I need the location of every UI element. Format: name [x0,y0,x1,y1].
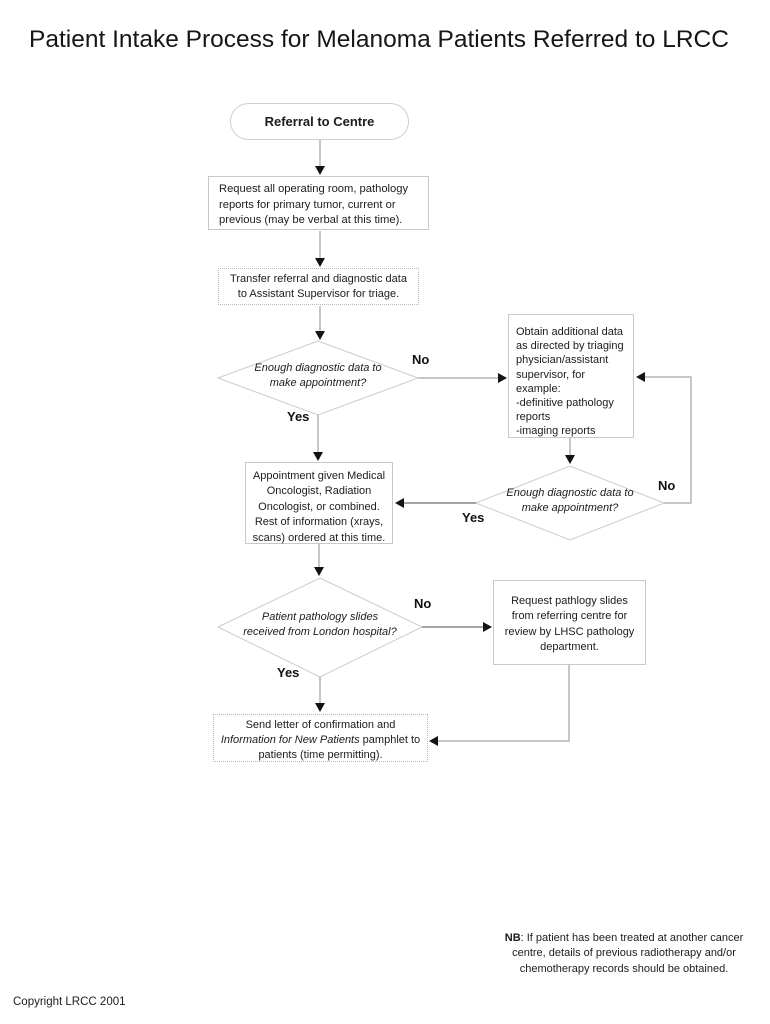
nb-note-prefix: NB [504,932,521,944]
decision-text-enough-data-1: Enough diagnostic data to make appointme… [254,362,382,389]
node-request-reports: Request all operating room, pathology re… [208,176,429,230]
decision-text-enough-data-2: Enough diagnostic data to make appointme… [506,487,634,514]
arrowhead-right-icon [498,373,507,383]
nb-note: NB: If patient has been treated at anoth… [487,931,761,977]
branch-label-yes-1: Yes [287,409,310,424]
arrowhead-down-icon [565,455,575,464]
arrowhead-down-icon [315,258,325,267]
node-obtain-additional-data: Obtain additional data as directed by tr… [508,314,634,438]
node-request-pathology-slides: Request pathlogy slides from referring c… [493,580,646,665]
copyright-text: Copyright LRCC 2001 [13,996,126,1008]
arrowhead-down-icon [315,703,325,712]
branch-label-no-3: No [414,596,432,611]
decision-diamond-enough-data-2 [474,465,666,541]
arrowhead-down-icon [314,567,324,576]
send-letter-pamphlet-title: Information for New Patients [220,734,360,747]
page-title: Patient Intake Process for Melanoma Pati… [29,26,729,53]
branch-label-yes-3: Yes [277,665,300,680]
connector-reqslides-to-send [437,665,570,742]
arrowhead-left-icon [429,736,438,746]
node-appointment-given: Appointment given Medical Oncologist, Ra… [245,462,393,544]
send-letter-line2: pamphlet to [359,734,421,747]
node-transfer-referral: Transfer referral and diagnostic data to… [218,268,419,305]
send-letter-line1: Send letter of confirmation and [245,719,396,731]
branch-label-no-2: No [658,478,676,493]
arrowhead-down-icon [315,331,325,340]
connector-decision2-no-loop [644,376,692,504]
nb-note-body: : If patient has been treated at another… [512,932,744,975]
send-letter-line3: patients (time permitting). [258,749,383,762]
arrowhead-right-icon [483,622,492,632]
arrowhead-down-icon [313,452,323,461]
branch-label-no-1: No [412,352,430,367]
branch-label-yes-2: Yes [462,510,485,525]
decision-text-slides-received: Patient pathology slides received from L… [243,611,397,638]
node-referral-to-centre: Referral to Centre [230,103,409,140]
arrowhead-left-icon [636,372,645,382]
arrowhead-down-icon [315,166,325,175]
arrowhead-left-icon [395,498,404,508]
